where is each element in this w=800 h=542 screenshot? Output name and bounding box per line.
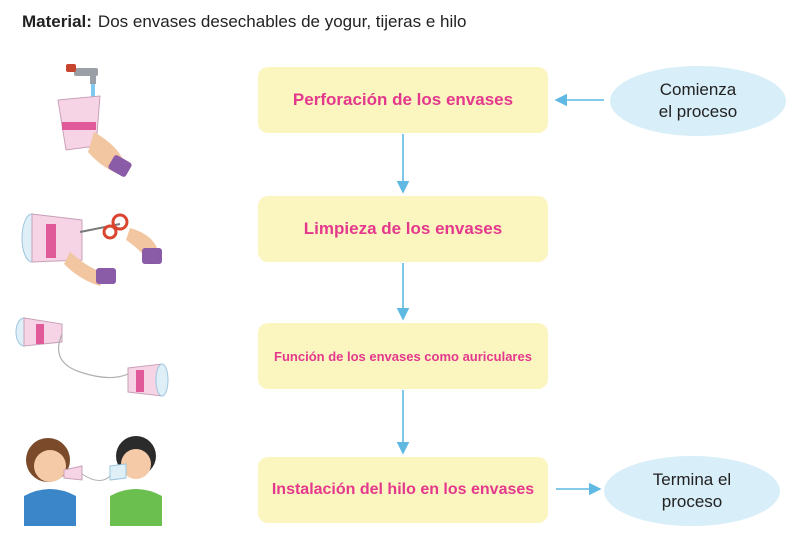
material-label: Material:: [22, 12, 92, 31]
step-label: Función de los envases como auriculares: [274, 348, 532, 364]
step-label: Perforación de los envases: [292, 90, 514, 109]
material-line: Material: Dos envases desechables de yogu…: [22, 12, 466, 32]
material-text: Dos envases desechables de yogur, tijera…: [97, 12, 467, 31]
start-node: Comienza el proceso: [610, 66, 786, 136]
step-limpieza: Limpieza de los envases: [258, 196, 548, 262]
step-label: Instalación del hilo en los envases: [271, 481, 535, 498]
start-line2: el proceso: [658, 102, 738, 121]
scissors-cup-illustration: [21, 213, 162, 286]
step-label: Limpieza de los envases: [303, 219, 503, 238]
step-perforacion: Perforación de los envases: [258, 67, 548, 133]
step-instalacion: Instalación del hilo en los envases: [258, 457, 548, 523]
string-cups-illustration: [15, 317, 169, 397]
end-node: Termina el proceso: [604, 456, 780, 526]
end-line2: proceso: [661, 492, 723, 511]
step-funcion: Función de los envases como auriculares: [258, 323, 548, 389]
faucet-cup-illustration: [57, 64, 132, 177]
end-line1: Termina el: [652, 470, 732, 489]
start-line1: Comienza: [659, 80, 737, 99]
kids-phone-illustration: [24, 436, 162, 526]
